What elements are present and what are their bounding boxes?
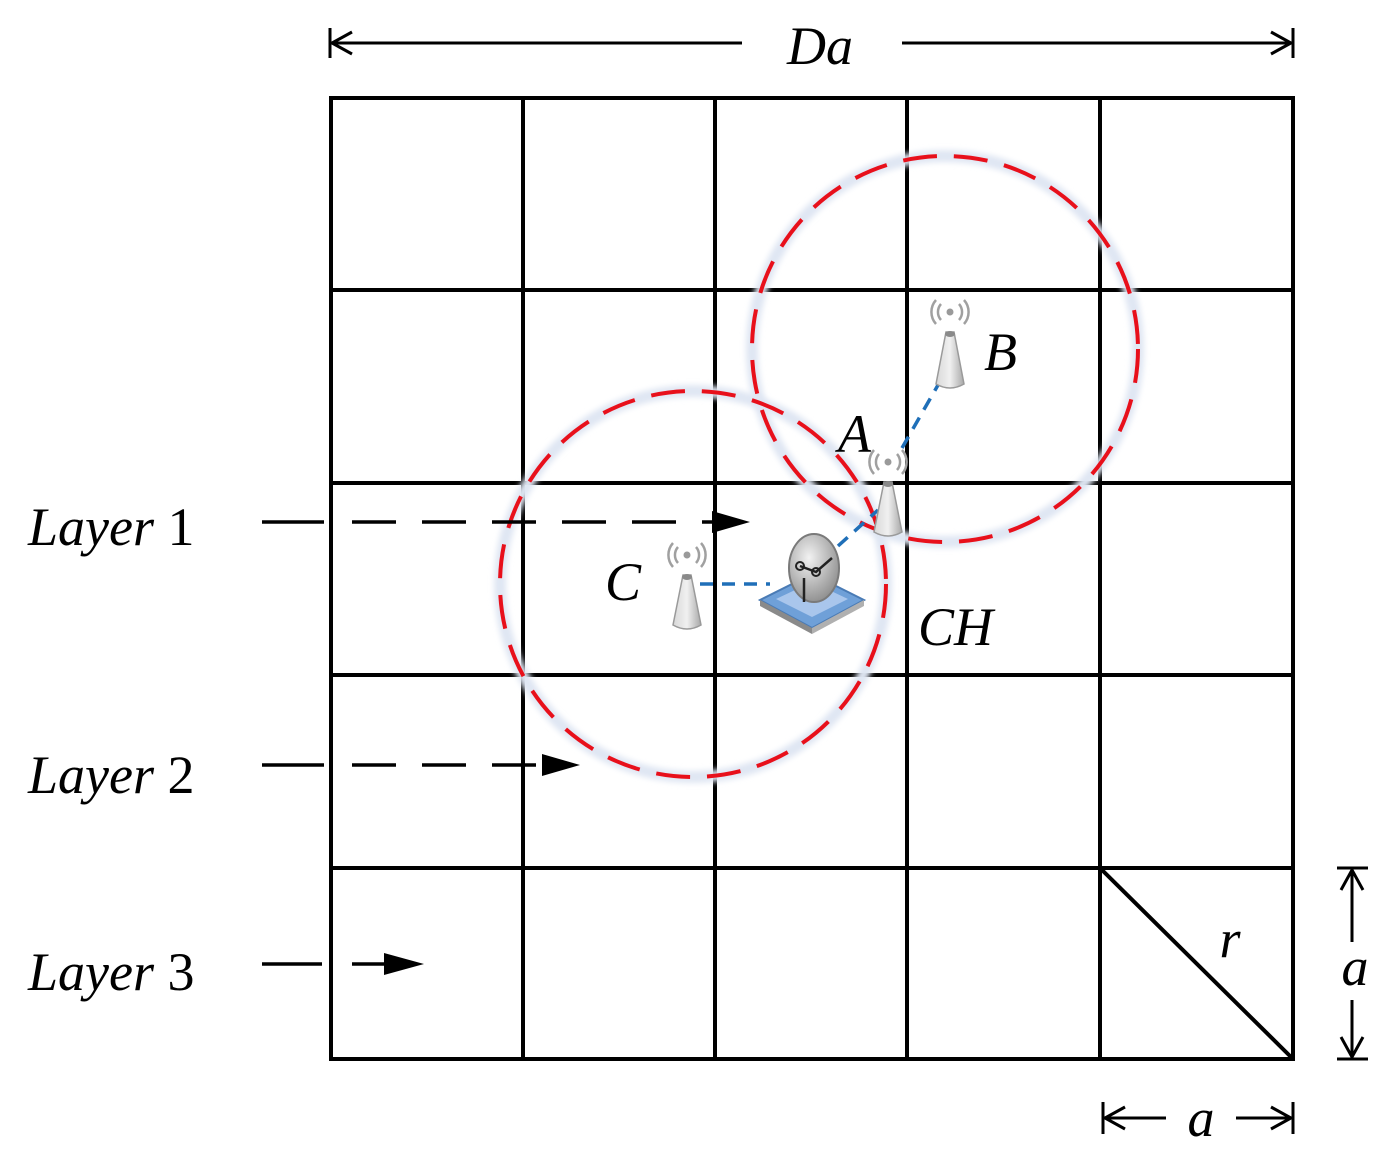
range-circle-b bbox=[750, 154, 1140, 544]
layer-3-label: Layer 3 bbox=[27, 942, 194, 1002]
node-a-label: A bbox=[835, 404, 872, 464]
node-b-label: B bbox=[984, 322, 1017, 382]
range-circle-ch bbox=[498, 389, 888, 779]
satellite-dish-icon bbox=[757, 533, 867, 634]
width-dimension: Da bbox=[328, 16, 1295, 76]
layer-2-label: Layer 2 bbox=[27, 745, 194, 805]
antenna-tower-icon bbox=[667, 542, 707, 630]
cell-diagonal: r bbox=[1098, 866, 1294, 1060]
range-circles bbox=[494, 150, 1144, 783]
diagonal-label: r bbox=[1219, 909, 1241, 969]
cell-width-dimension: a bbox=[1101, 1088, 1295, 1148]
layer-arrows bbox=[262, 511, 750, 975]
layer-1-label: Layer 1 bbox=[27, 497, 194, 557]
antenna-tower-icon bbox=[868, 449, 908, 537]
layer-labels: Layer 1 Layer 2 Layer 3 bbox=[27, 497, 194, 1002]
cell-height-label: a bbox=[1342, 937, 1369, 997]
node-c-label: C bbox=[605, 552, 642, 612]
links bbox=[700, 377, 944, 586]
width-dimension-label: Da bbox=[786, 16, 853, 76]
cell-width-label: a bbox=[1188, 1088, 1215, 1148]
cell-height-dimension: a bbox=[1337, 866, 1369, 1061]
antenna-tower-icon bbox=[930, 299, 970, 389]
cluster-head-label: CH bbox=[918, 597, 996, 657]
